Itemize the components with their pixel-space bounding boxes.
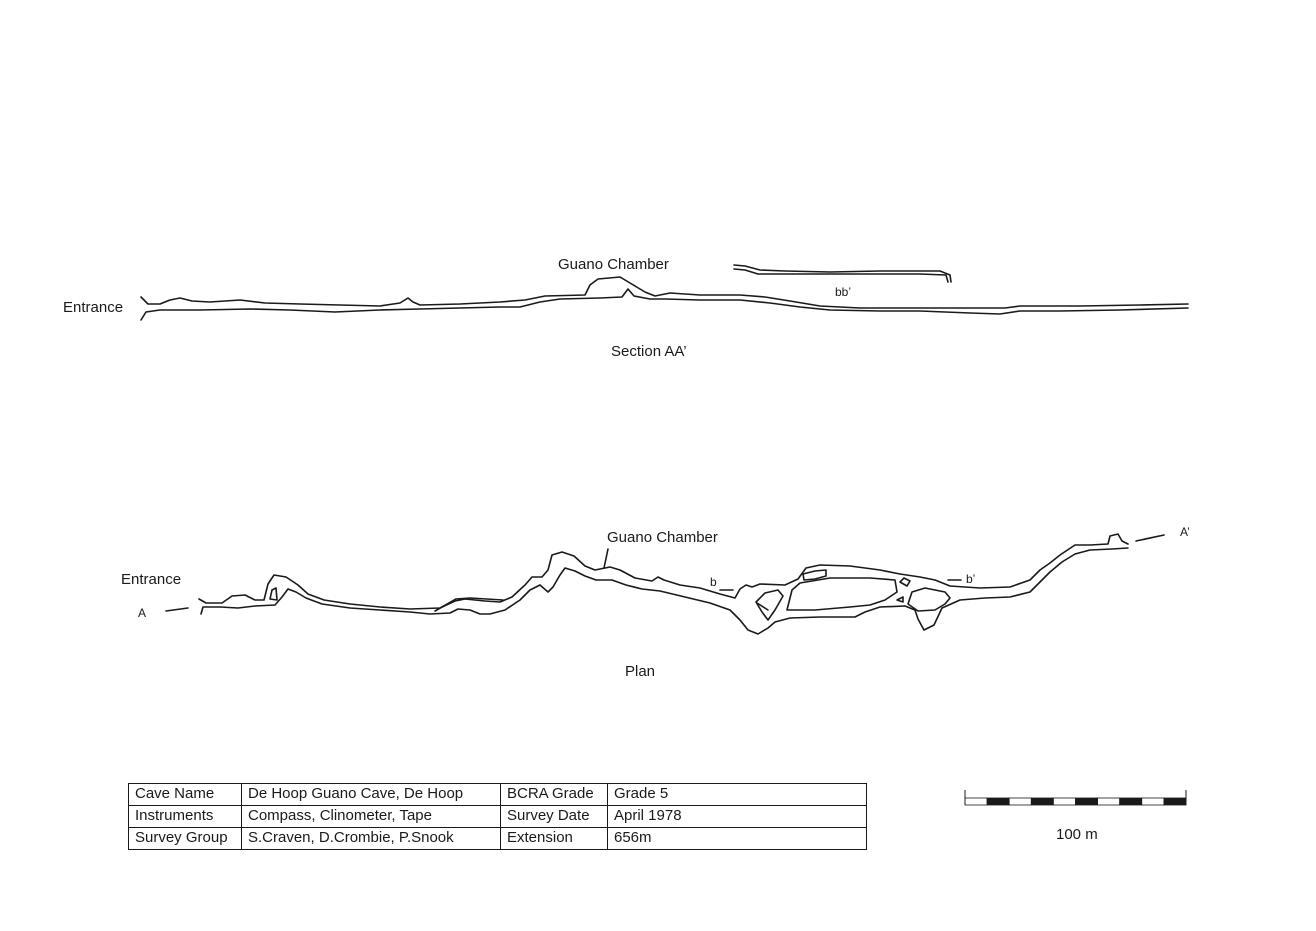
scale-segment [964, 797, 988, 806]
plan-chamber-ridge [434, 597, 504, 612]
section-upper-branch-bottom [733, 268, 949, 283]
section-title: Section AA’ [611, 343, 687, 360]
plan-chamber-leader [603, 548, 609, 569]
section-entrance-label: Entrance [63, 299, 124, 316]
table-field-value: Compass, Clinometer, Tape [241, 805, 501, 828]
plan-title: Plan [625, 663, 656, 680]
table-field-label: BCRA Grade [500, 783, 608, 806]
plan-island-connector [756, 602, 769, 611]
plan-pillar-1 [269, 587, 278, 601]
plan-a-label: A [138, 606, 147, 620]
scale-segment [1141, 797, 1165, 806]
scale-label: 100 m [1056, 826, 1098, 843]
section-profile [140, 264, 1189, 321]
scale-segment [986, 797, 1010, 806]
scale-bar [964, 790, 1187, 806]
scale-segment [1053, 797, 1076, 806]
plan-island-5 [896, 596, 904, 603]
section-roof-line [140, 276, 1189, 309]
plan-upper-wall [198, 533, 1129, 610]
plan-lower-wall [200, 547, 1129, 635]
table-field-value: Grade 5 [607, 783, 867, 806]
plan-island-1 [755, 589, 784, 621]
plan-outline [165, 533, 1165, 635]
plan-a-prime-marker [1135, 534, 1165, 542]
scale-segment [1008, 797, 1032, 806]
table-field-label: Instruments [128, 805, 242, 828]
table-field-label: Cave Name [128, 783, 242, 806]
table-field-label: Survey Date [500, 805, 608, 828]
plan-island-3 [786, 577, 898, 611]
scale-segment [1119, 797, 1143, 806]
plan-a-marker [165, 607, 189, 612]
plan-guano-chamber-label: Guano Chamber [607, 529, 718, 546]
scale-segment [1075, 797, 1099, 806]
scale-segment [1097, 797, 1121, 806]
plan-island-4 [899, 577, 911, 587]
plan-island-6 [907, 587, 951, 612]
table-field-value: De Hoop Guano Cave, De Hoop [241, 783, 501, 806]
plan-b-label: b [710, 575, 717, 589]
section-bb-label: bb’ [835, 285, 852, 299]
scale-segment [1163, 797, 1187, 806]
table-field-value: S.Craven, D.Crombie, P.Snook [241, 827, 501, 850]
table-field-label: Extension [500, 827, 608, 850]
plan-entrance-label: Entrance [121, 571, 182, 588]
scale-segment [1030, 797, 1054, 806]
section-guano-chamber-label: Guano Chamber [558, 256, 669, 273]
section-floor-line [140, 288, 1189, 321]
table-field-value: 656m [607, 827, 867, 850]
plan-b-prime-label: b’ [966, 572, 976, 586]
section-upper-branch-top [733, 264, 952, 283]
plan-a-prime-label: A’ [1180, 525, 1190, 539]
table-field-value: April 1978 [607, 805, 867, 828]
plan-island-2 [802, 569, 827, 581]
table-field-label: Survey Group [128, 827, 242, 850]
